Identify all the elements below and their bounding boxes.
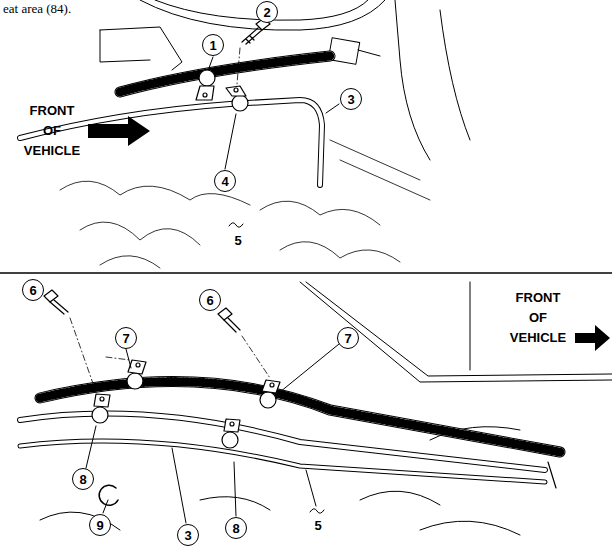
underbody — [60, 140, 430, 268]
leader-line — [209, 57, 339, 227]
clamp — [196, 70, 248, 111]
callout-number: 7 — [337, 327, 359, 349]
callout-number: 5 — [232, 233, 243, 248]
bolt — [44, 290, 270, 392]
direction-arrow — [88, 116, 150, 146]
tube — [20, 414, 556, 488]
callout-number: 5 — [312, 518, 323, 533]
callout-number: 2 — [256, 1, 278, 23]
body-panel — [40, 282, 612, 535]
leader-line — [86, 344, 339, 523]
callout-number: 8 — [225, 517, 247, 539]
callout-number: 4 — [214, 170, 236, 192]
callout-number: 3 — [177, 524, 199, 546]
clamp — [92, 360, 280, 448]
callout-number: 7 — [115, 327, 137, 349]
callout-number: 1 — [202, 34, 224, 56]
callout-number: 3 — [340, 88, 362, 110]
header-text: eat area (84). — [3, 1, 71, 17]
bolt — [237, 18, 270, 84]
tube — [20, 100, 322, 185]
wiring-harness — [120, 56, 330, 92]
separator — [0, 272, 612, 274]
engine-outline — [100, 0, 470, 160]
direction-arrow — [575, 325, 610, 351]
callout-number: 9 — [89, 514, 111, 536]
direction-label: FRONT OF VEHICLE — [510, 288, 566, 348]
callout-number: 6 — [22, 279, 44, 301]
callout-number: 8 — [72, 468, 94, 490]
callout-number: 6 — [199, 289, 221, 311]
direction-label: FRONT OF VEHICLE — [24, 101, 80, 161]
retaining-ring — [99, 485, 118, 505]
